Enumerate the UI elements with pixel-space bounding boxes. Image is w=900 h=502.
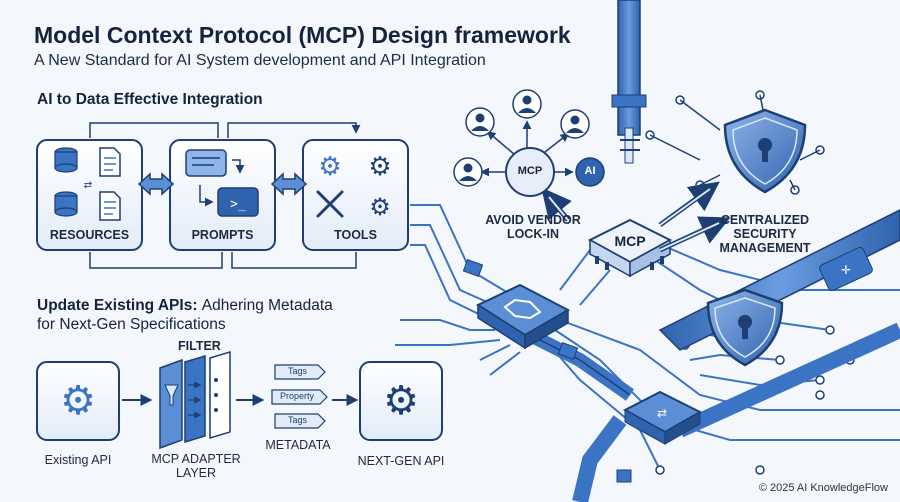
adapter-label-line1: MCP ADAPTER: [151, 452, 241, 466]
metadata-tag-3: Tags: [287, 415, 307, 425]
shield-icon-secondary: [706, 288, 784, 367]
mcp-small-label: MCP: [517, 165, 543, 177]
user-icons: [453, 89, 590, 187]
next-gen-api-box: ⚙: [359, 361, 443, 441]
bottom-chip: ⇄: [622, 390, 703, 445]
bidirectional-arrows: [137, 172, 308, 196]
metadata-tag-1: Tags: [287, 366, 307, 376]
security-line1: CENTRALIZED: [720, 213, 810, 227]
connectors: [462, 258, 632, 483]
ai-badge-label: AI: [584, 165, 596, 177]
gear-icon: ⚙ ⚙ ⚙: [318, 152, 391, 221]
adapter-label-line2: LAYER: [175, 466, 217, 480]
svg-text:⚙: ⚙: [60, 378, 96, 424]
section-update-heading-bold: Update Existing APIs:: [37, 297, 198, 314]
central-chip: [475, 283, 571, 350]
terminal-icon: >_: [199, 185, 259, 217]
section-integration-heading: AI to Data Effective Integration: [37, 91, 263, 108]
shield-icon: [723, 108, 807, 194]
section-update-heading-line2: for Next-Gen Specifications: [37, 316, 226, 333]
security-line3: MANAGEMENT: [719, 241, 811, 255]
svg-text:⇄: ⇄: [84, 180, 92, 191]
page-subtitle: A New Standard for AI System development…: [34, 52, 486, 69]
wrench-icon: [316, 190, 344, 218]
metadata-label: METADATA: [265, 438, 331, 452]
chat-bubble-icon: [185, 149, 245, 177]
integration-loop-lines: [89, 122, 361, 269]
document-icon: ⇄: [84, 147, 121, 221]
resources-label: RESOURCES: [49, 228, 130, 242]
metadata-tag-shapes: [271, 364, 328, 429]
section-update-heading: Update Existing APIs: Adhering Metadata: [37, 297, 333, 315]
existing-api-box: ⚙: [36, 361, 120, 441]
hub-arrows-inner: [548, 188, 720, 251]
vendor-lockin-line1: AVOID VENDOR: [485, 213, 581, 227]
page-title: Model Context Protocol (MCP) Design fram…: [34, 22, 571, 48]
mcp-large-label: MCP: [614, 233, 646, 249]
next-gen-api-label: NEXT-GEN API: [357, 454, 445, 468]
section-update-heading-rest: Adhering Metadata: [201, 297, 333, 314]
existing-api-label: Existing API: [44, 453, 112, 467]
prompts-label: PROMPTS: [191, 228, 254, 242]
svg-text:✛: ✛: [841, 263, 851, 277]
svg-text:⚙: ⚙: [383, 378, 419, 424]
mcp-hub-small: [480, 120, 605, 197]
security-line2: SECURITY: [733, 227, 797, 241]
database-icon: [54, 147, 78, 217]
svg-text:>_: >_: [230, 197, 246, 212]
tools-label: TOOLS: [334, 228, 377, 242]
adapter-layer-icon: [159, 350, 231, 450]
svg-text:⚙: ⚙: [369, 193, 391, 221]
metadata-tag-2: Property: [279, 391, 314, 401]
copyright: © 2025 AI KnowledgeFlow: [758, 482, 888, 494]
svg-text:⚙: ⚙: [368, 152, 391, 182]
svg-text:⚙: ⚙: [318, 152, 341, 182]
filter-label: FILTER: [178, 339, 221, 353]
vendor-lockin-line2: LOCK-IN: [506, 227, 560, 241]
svg-text:⇄: ⇄: [657, 406, 667, 420]
